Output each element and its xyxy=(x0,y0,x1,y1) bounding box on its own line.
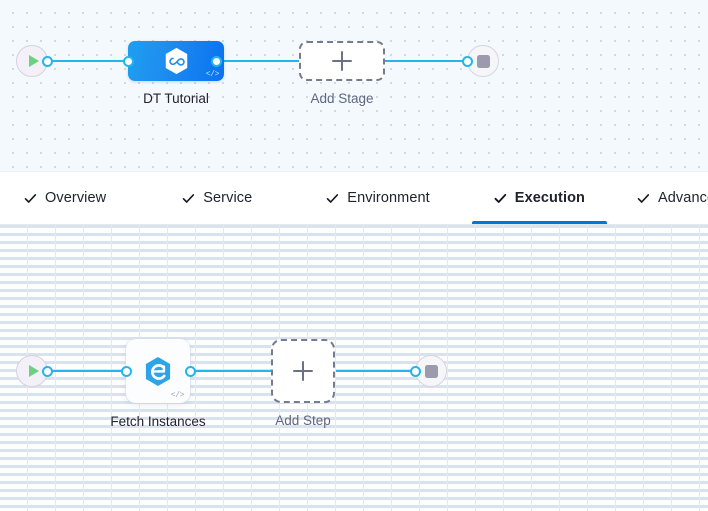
plus-icon xyxy=(332,51,352,71)
execution-steps-canvas[interactable]: </> Fetch Instances Add Step xyxy=(0,225,708,511)
fetch-instances-hexagon-icon xyxy=(145,356,171,386)
add-step-button[interactable] xyxy=(271,339,335,403)
tab-service-label: Service xyxy=(203,190,253,206)
play-icon xyxy=(28,365,39,377)
stage-node-label: DT Tutorial xyxy=(143,91,209,106)
stage-node-dt-tutorial[interactable]: </> xyxy=(128,41,224,81)
step-code-badge[interactable]: </> xyxy=(170,391,185,400)
check-icon xyxy=(494,192,507,205)
plus-icon xyxy=(293,361,313,381)
step-node-fetch-instances[interactable]: </> xyxy=(126,339,190,403)
tab-service[interactable]: Service xyxy=(176,172,258,224)
stage-node-input-port[interactable] xyxy=(123,56,134,67)
step-node-label: Fetch Instances xyxy=(110,414,206,429)
harness-hexagon-infinity-icon xyxy=(165,47,187,75)
tab-advanced[interactable]: Advanced xyxy=(631,172,708,224)
stage-node-output-port[interactable] xyxy=(211,56,222,67)
edge-start-to-stage xyxy=(47,60,132,62)
stage-config-tabs: Overview Service Environment Execution xyxy=(0,172,708,225)
tab-execution-label: Execution xyxy=(514,190,585,206)
pipeline-stages-canvas[interactable]: </> DT Tutorial Add Stage xyxy=(0,0,708,172)
tab-overview[interactable]: Overview xyxy=(18,172,112,224)
stop-icon xyxy=(424,364,438,378)
tab-environment-label: Environment xyxy=(347,190,430,206)
end-node-input-port[interactable] xyxy=(462,56,473,67)
edge-add-stage-to-end xyxy=(379,60,475,62)
stage-code-badge[interactable]: </> xyxy=(205,70,220,79)
check-icon xyxy=(637,192,650,205)
tab-advanced-label: Advanced xyxy=(658,190,708,206)
start-node-output-port[interactable] xyxy=(42,56,53,67)
add-stage-button[interactable] xyxy=(299,41,385,81)
execution-start-output-port[interactable] xyxy=(42,366,53,377)
play-icon xyxy=(28,55,39,67)
execution-end-input-port[interactable] xyxy=(410,366,421,377)
check-icon xyxy=(182,192,195,205)
execution-end-node[interactable] xyxy=(415,355,447,387)
edge-start-to-step xyxy=(47,370,129,372)
edge-add-step-to-end xyxy=(336,370,416,372)
add-stage-label: Add Stage xyxy=(310,91,374,106)
step-node-input-port[interactable] xyxy=(121,366,132,377)
tab-execution-active-indicator xyxy=(471,221,607,224)
tab-overview-label: Overview xyxy=(45,190,107,206)
tab-execution[interactable]: Execution xyxy=(471,172,607,224)
stop-icon xyxy=(476,54,490,68)
edge-step-to-add-step xyxy=(190,370,272,372)
check-icon xyxy=(326,192,339,205)
edge-stage-to-add-stage xyxy=(216,60,306,62)
check-icon xyxy=(24,192,37,205)
tab-environment[interactable]: Environment xyxy=(320,172,436,224)
add-step-label: Add Step xyxy=(275,413,331,428)
step-node-output-port[interactable] xyxy=(185,366,196,377)
